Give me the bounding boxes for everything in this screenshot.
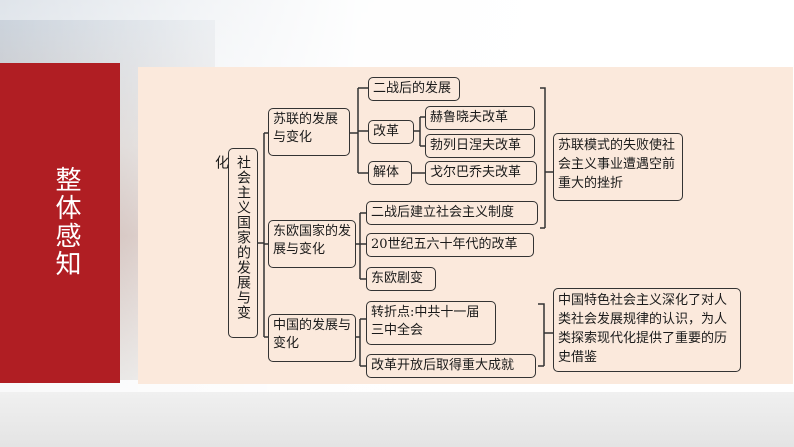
background-wall <box>0 392 794 447</box>
branch-eastern-europe: 东欧国家的发展与变化 <box>268 220 356 268</box>
node-dissolution: 解体 <box>368 161 412 185</box>
side-title: 整体感知 <box>51 166 81 278</box>
node-eastern-europe-upheaval: 东欧剧变 <box>366 267 436 291</box>
node-khrushchev-reform: 赫鲁晓夫改革 <box>425 106 535 130</box>
node-socialist-system: 二战后建立社会主义制度 <box>366 201 538 225</box>
side-band <box>0 63 120 383</box>
node-postwar-development: 二战后的发展 <box>368 77 460 101</box>
branch-soviet: 苏联的发展与变化 <box>268 108 350 156</box>
summary-china: 中国特色社会主义深化了对人类社会发展规律的认识，为人类探索现代化提供了重要的历史… <box>553 288 741 372</box>
node-achievements: 改革开放后取得重大成就 <box>366 354 536 378</box>
node-turning-point: 转折点:中共十一届三中全会 <box>366 301 496 345</box>
node-brezhnev-reform: 勃列日涅夫改革 <box>425 134 535 158</box>
mindmap-panel <box>138 67 793 384</box>
branch-china: 中国的发展与变化 <box>268 314 356 362</box>
node-gorbachev-reform: 戈尔巴乔夫改革 <box>425 161 537 185</box>
node-1950s-60s-reform: 20世纪五六十年代的改革 <box>366 233 534 257</box>
root-node: 社会主义国家的发展与变化 <box>213 148 258 338</box>
summary-soviet: 苏联模式的失败使社会主义事业遭遇空前重大的挫折 <box>553 133 683 201</box>
node-reform: 改革 <box>368 120 414 144</box>
